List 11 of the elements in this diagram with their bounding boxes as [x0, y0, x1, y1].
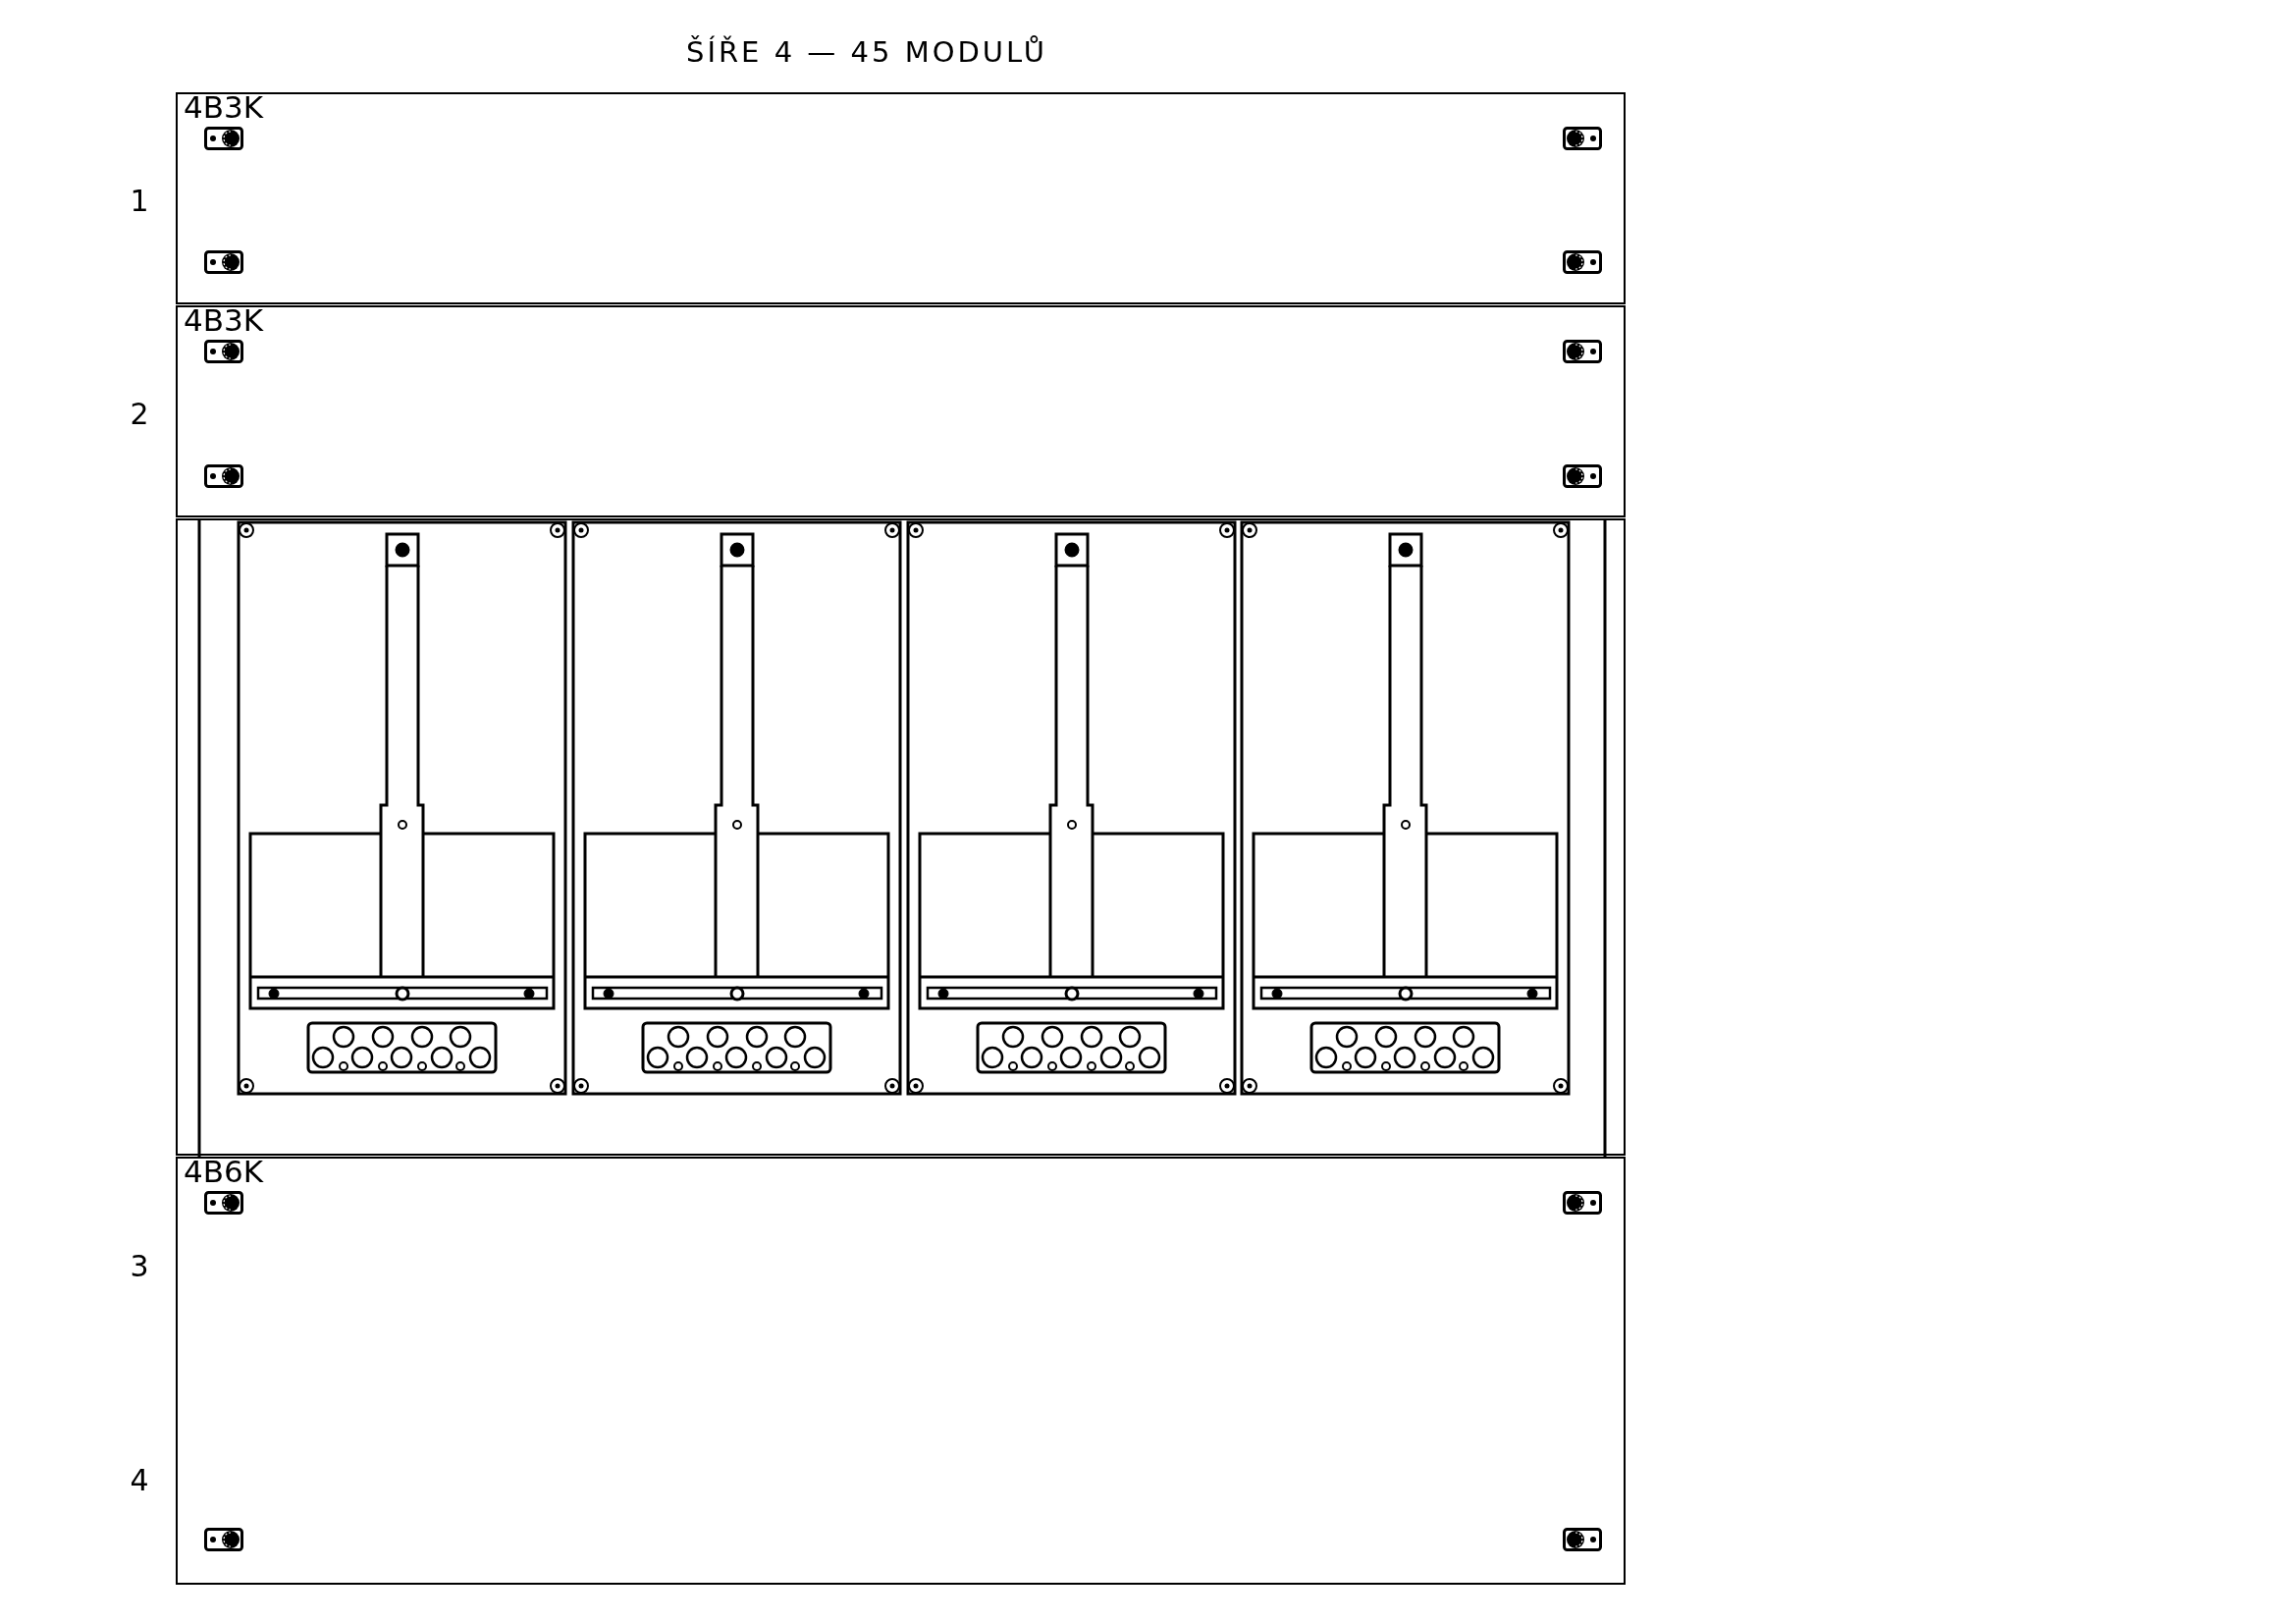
drawing-title: ŠÍŘE 4 — 45 MODULŮ: [686, 35, 1047, 69]
row-number: 1: [130, 183, 149, 218]
row-number: 2: [130, 396, 149, 431]
panel-cover: [176, 1157, 1626, 1585]
panel-code: 4B3K: [184, 90, 264, 124]
panel-cover: [176, 305, 1626, 517]
row-number: 4: [130, 1462, 149, 1497]
panel-code: 4B6K: [184, 1155, 264, 1188]
panel-cover: [176, 92, 1626, 304]
row-number: 3: [130, 1248, 149, 1283]
panel-code: 4B3K: [184, 303, 264, 337]
